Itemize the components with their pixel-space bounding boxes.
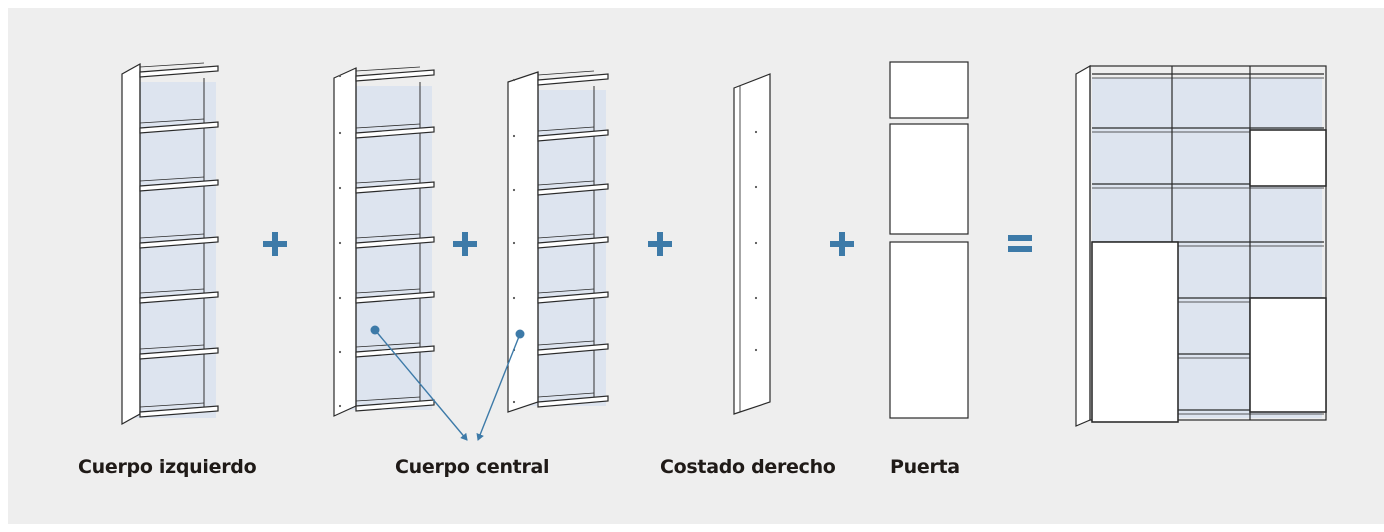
shelf bbox=[537, 291, 609, 304]
shelf bbox=[355, 399, 435, 412]
plus-bar-v bbox=[272, 232, 278, 256]
pin-hole bbox=[512, 241, 516, 245]
plus-bar-v bbox=[839, 232, 845, 256]
pin-hole bbox=[512, 296, 516, 300]
shelf-back-edge bbox=[537, 288, 595, 294]
shelf-back-edge bbox=[139, 288, 205, 294]
pin-hole bbox=[338, 131, 342, 135]
pin-hole bbox=[338, 74, 342, 78]
plus-icon bbox=[648, 232, 672, 256]
shelf bbox=[139, 236, 219, 249]
shelf-back-edge bbox=[537, 180, 595, 186]
final-frame bbox=[1089, 65, 1327, 421]
label-center-body: Cuerpo central bbox=[395, 456, 550, 478]
shelf-back-edge bbox=[139, 344, 205, 350]
side-panel bbox=[121, 62, 141, 426]
operators bbox=[263, 232, 1032, 256]
shelf-back-edge bbox=[537, 70, 595, 76]
left-body-shelf bbox=[121, 62, 219, 426]
shelf bbox=[139, 65, 219, 78]
center-body-callout bbox=[370, 325, 525, 441]
shelf bbox=[355, 345, 435, 358]
label-door: Puerta bbox=[890, 456, 960, 478]
side-panel-face bbox=[733, 73, 771, 415]
final-door-bottom-right bbox=[1249, 297, 1327, 413]
pin-hole bbox=[512, 400, 516, 404]
shelf bbox=[537, 395, 609, 408]
side-panel bbox=[507, 71, 539, 413]
shelf bbox=[355, 291, 435, 304]
equals-icon bbox=[1008, 235, 1032, 252]
side-panel bbox=[333, 67, 357, 417]
plus-icon bbox=[830, 232, 854, 256]
shelf-back-edge bbox=[355, 178, 421, 184]
shelf-back-edge bbox=[355, 288, 421, 294]
shelf bbox=[355, 126, 435, 139]
pin-hole bbox=[754, 185, 758, 189]
pin-hole bbox=[338, 404, 342, 408]
shelf-back-edge bbox=[355, 233, 421, 239]
plus-bar-v bbox=[462, 232, 468, 256]
door-middle bbox=[889, 123, 969, 235]
pin-hole bbox=[754, 348, 758, 352]
shelf-back-edge bbox=[139, 62, 205, 68]
pin-hole bbox=[512, 134, 516, 138]
pin-hole bbox=[512, 188, 516, 192]
pin-hole bbox=[754, 130, 758, 134]
label-right-side: Costado derecho bbox=[660, 456, 836, 478]
label-left-body: Cuerpo izquierdo bbox=[78, 456, 257, 478]
equals-bar-top bbox=[1008, 235, 1032, 241]
shelf bbox=[139, 121, 219, 134]
callout-arrow-icon bbox=[476, 333, 521, 441]
equals-bar-bottom bbox=[1008, 246, 1032, 252]
center-body-shelf-a bbox=[333, 66, 435, 417]
shelf bbox=[355, 69, 435, 82]
assembled-unit bbox=[1075, 64, 1327, 427]
shelf bbox=[537, 236, 609, 249]
shelf bbox=[355, 236, 435, 249]
shelf-back-edge bbox=[139, 118, 205, 124]
shelf bbox=[139, 291, 219, 304]
plus-bar-v bbox=[657, 232, 663, 256]
pin-hole bbox=[338, 186, 342, 190]
shelf bbox=[537, 129, 609, 142]
right-side-panel bbox=[733, 73, 771, 415]
pin-hole bbox=[512, 78, 516, 82]
shelf-back-edge bbox=[537, 126, 595, 132]
shelf-back-edge bbox=[139, 176, 205, 182]
shelf bbox=[139, 405, 219, 418]
plus-icon bbox=[453, 232, 477, 256]
shelf bbox=[537, 183, 609, 196]
final-door-top-right bbox=[1249, 129, 1327, 187]
callout-arrow-icon bbox=[374, 329, 468, 441]
final-door-left bbox=[1091, 241, 1179, 423]
pin-hole bbox=[754, 296, 758, 300]
shelf-back-edge bbox=[355, 66, 421, 72]
door-top bbox=[889, 61, 969, 119]
shelf-back-edge bbox=[355, 396, 421, 402]
pin-hole bbox=[338, 296, 342, 300]
shelf-back-edge bbox=[355, 123, 421, 129]
shelf-back-edge bbox=[537, 233, 595, 239]
door-panels bbox=[889, 61, 969, 419]
center-body-shelf-b bbox=[507, 70, 609, 413]
shelf-back-edge bbox=[139, 402, 205, 408]
pin-hole bbox=[338, 350, 342, 354]
plus-icon bbox=[263, 232, 287, 256]
shelf bbox=[537, 73, 609, 86]
shelf bbox=[139, 179, 219, 192]
final-left-side bbox=[1075, 64, 1091, 427]
pin-hole bbox=[754, 241, 758, 245]
door-bottom bbox=[889, 241, 969, 419]
pin-hole bbox=[338, 241, 342, 245]
shelf bbox=[139, 347, 219, 360]
shelf-back-edge bbox=[139, 233, 205, 239]
shelf bbox=[355, 181, 435, 194]
back-panel bbox=[130, 82, 216, 418]
shelf bbox=[537, 343, 609, 356]
shelf-back-edge bbox=[537, 340, 595, 346]
shelf-back-edge bbox=[537, 392, 595, 398]
